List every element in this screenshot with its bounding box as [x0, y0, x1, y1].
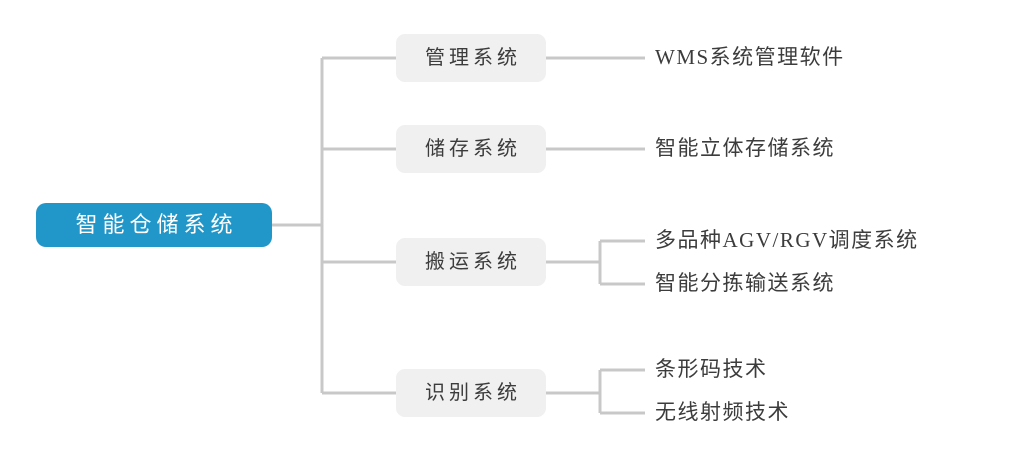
leaf-label-agv-rgv: 多品种AGV/RGV调度系统	[655, 228, 919, 252]
branch-node-label: 储存系统	[425, 138, 521, 160]
branch-node-identification[interactable]: 识别系统	[396, 369, 546, 417]
branch-node-management[interactable]: 管理系统	[396, 34, 546, 82]
branch-node-storage[interactable]: 储存系统	[396, 125, 546, 173]
leaf-label-wms: WMS系统管理软件	[655, 45, 845, 69]
branch-node-handling[interactable]: 搬运系统	[396, 238, 546, 286]
root-node-label: 智能仓储系统	[75, 212, 238, 237]
leaf-label-rfid: 无线射频技术	[655, 400, 790, 424]
leaf-label-barcode: 条形码技术	[655, 357, 768, 381]
branch-node-label: 管理系统	[425, 47, 521, 69]
branch-node-label: 搬运系统	[425, 251, 521, 273]
leaf-label-sorting-conveyor: 智能分拣输送系统	[655, 271, 835, 295]
root-node[interactable]: 智能仓储系统	[36, 203, 272, 247]
branch-node-label: 识别系统	[425, 382, 521, 404]
leaf-label-asrs: 智能立体存储系统	[655, 136, 835, 160]
